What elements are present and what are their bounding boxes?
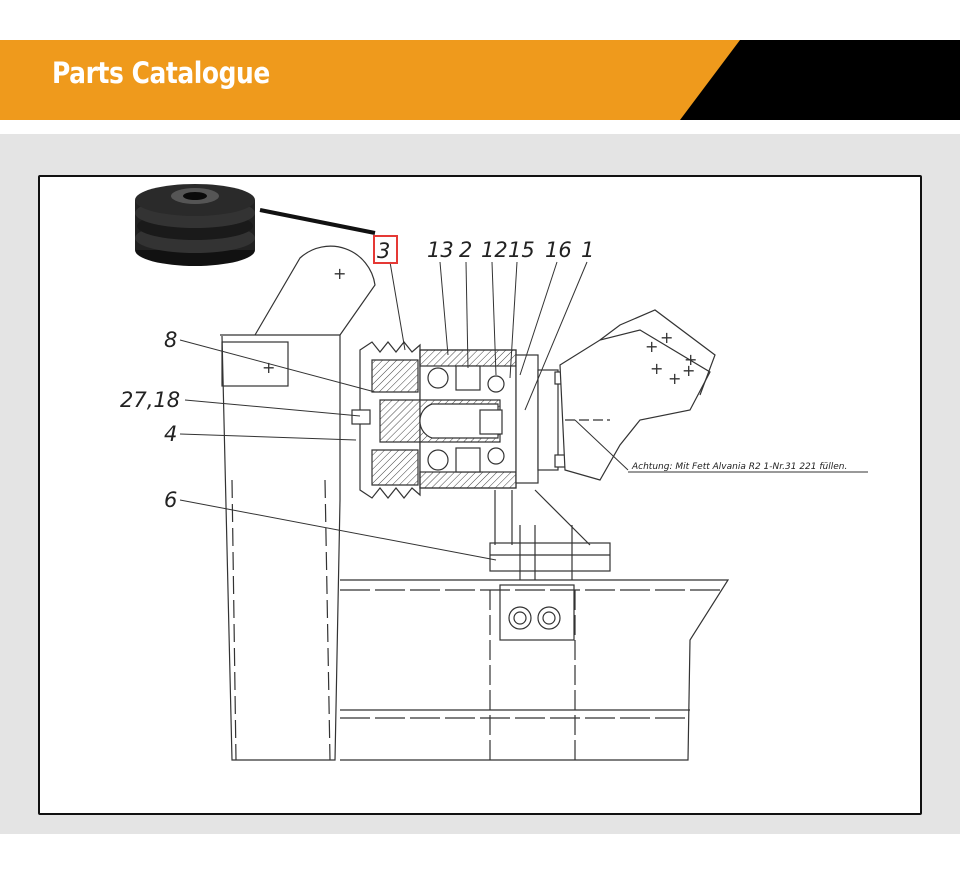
callout-highlighted: 3: [377, 239, 390, 263]
svg-text:+: +: [660, 328, 673, 347]
svg-text:+: +: [682, 361, 695, 380]
motor-bolt-marks: ++ ++ ++ + +: [262, 264, 697, 388]
svg-text:+: +: [333, 264, 346, 283]
callout-8: 8: [164, 328, 177, 352]
highlight-box: [373, 235, 398, 264]
callout-13: 13: [427, 238, 454, 262]
pulley-section: [351, 309, 716, 499]
callout-12: 12: [481, 238, 508, 262]
thumbnail-pointer: [259, 208, 376, 235]
callout-16: 16: [545, 238, 572, 262]
diagram-frame: [38, 175, 922, 815]
callout-15: 15: [508, 238, 535, 262]
page-title: Parts Catalogue: [52, 56, 270, 90]
frame-structure: [220, 245, 730, 761]
svg-text:+: +: [650, 359, 663, 378]
callout-27-18: 27,18: [120, 388, 180, 412]
callout-6: 6: [164, 488, 177, 512]
callout-2: 2: [459, 238, 472, 262]
lubrication-note: Achtung: Mit Fett Alvania R2 1-Nr.31 221…: [631, 462, 847, 472]
svg-text:+: +: [668, 369, 681, 388]
header-accent: [0, 40, 740, 120]
svg-text:+: +: [645, 337, 658, 356]
leader-lines: [179, 261, 868, 561]
callout-1: 1: [581, 238, 594, 262]
callout-4: 4: [164, 422, 177, 446]
pulley-thumbnail-icon: [135, 184, 255, 266]
svg-text:+: +: [262, 358, 275, 377]
header-banner: Parts Catalogue: [0, 40, 960, 120]
svg-text:+: +: [684, 350, 697, 369]
